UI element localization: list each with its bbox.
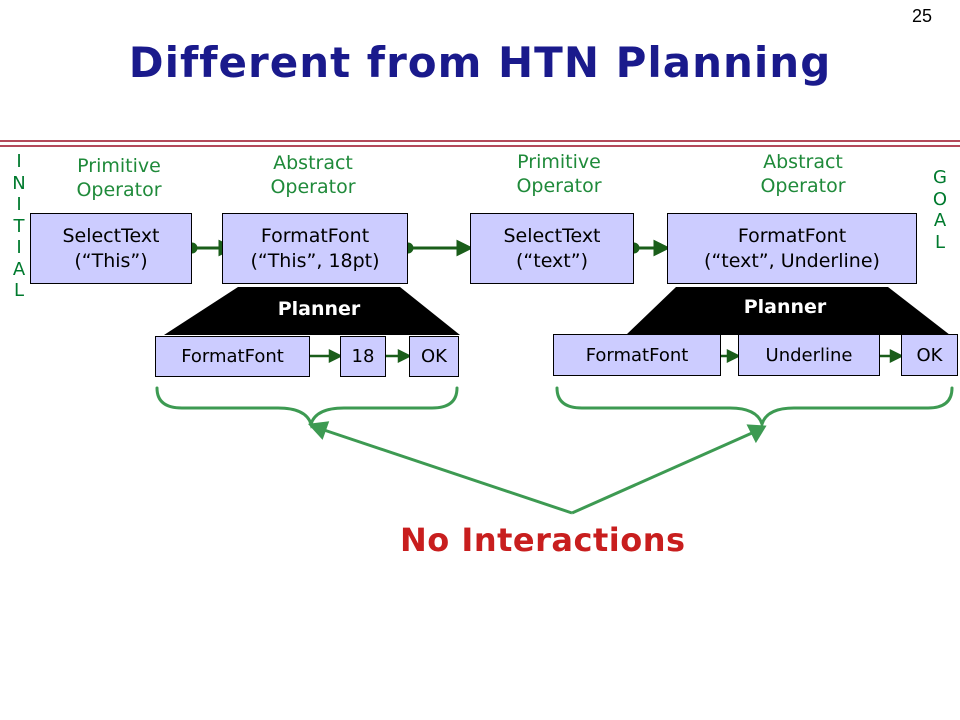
- operator-type-label: Abstract Operator: [728, 150, 878, 198]
- operator-type-label: Primitive Operator: [44, 154, 194, 202]
- step-arrowhead: [328, 348, 343, 364]
- label-line: Operator: [270, 176, 356, 198]
- operator-args: (“text”, Underline): [704, 249, 880, 272]
- operator-name: FormatFont: [260, 224, 370, 247]
- operator-type-label: Primitive Operator: [484, 150, 634, 198]
- planner-label: Planner: [277, 298, 361, 320]
- label-line: Abstract: [763, 151, 843, 173]
- no-interactions-label: No Interactions: [400, 521, 686, 559]
- page-number: 25: [911, 6, 932, 26]
- initial-letter: N: [12, 172, 26, 194]
- initial-letter: I: [16, 237, 22, 258]
- operator-type-label: Abstract Operator: [238, 151, 388, 199]
- title-rule-bottom: [0, 145, 960, 147]
- slide-title: Different from HTN Planning: [128, 38, 832, 87]
- step-arrowhead: [397, 348, 412, 364]
- operator-args: (“This”, 18pt): [250, 249, 380, 272]
- operator-args: (“This”): [74, 249, 148, 272]
- label-line: Operator: [516, 175, 602, 197]
- right-brace: [555, 386, 954, 430]
- label-line: Operator: [760, 175, 846, 197]
- label-line: Primitive: [517, 151, 601, 173]
- no-interaction-arrow-left: [323, 428, 573, 515]
- goal-label: G O A L: [931, 167, 949, 253]
- no-interaction-arrow-right: [571, 431, 753, 515]
- title-rule-top: [0, 140, 960, 142]
- operator-args: (“text”): [515, 249, 588, 272]
- goal-letter: L: [934, 231, 946, 253]
- arrowhead-left: [307, 421, 330, 440]
- goal-letter: G: [933, 167, 947, 188]
- planner-trapezoid: [626, 287, 950, 335]
- operator-box-formatfont-this: FormatFont (“This”, 18pt): [222, 213, 408, 284]
- goal-letter: O: [932, 188, 948, 210]
- planner-step-formatfont: FormatFont: [553, 334, 721, 376]
- planner-trapezoid: [164, 287, 460, 335]
- initial-letter: A: [12, 258, 26, 280]
- operator-box-selecttext-this: SelectText (“This”): [30, 213, 192, 284]
- operator-name: FormatFont: [737, 224, 847, 247]
- left-brace: [155, 386, 459, 430]
- arrowhead-right: [746, 424, 767, 444]
- goal-letter: A: [933, 210, 947, 231]
- initial-letter: I: [16, 194, 22, 215]
- initial-letter: L: [13, 280, 25, 301]
- planner-label: Planner: [743, 296, 827, 318]
- connector-arrowhead: [653, 239, 671, 257]
- connector-arrowhead: [456, 239, 474, 257]
- planner-step-18: 18: [340, 336, 386, 377]
- operator-name: SelectText: [503, 224, 601, 247]
- planner-step-formatfont: FormatFont: [155, 336, 310, 377]
- planner-step-ok: OK: [409, 336, 459, 377]
- label-line: Operator: [76, 179, 162, 201]
- operator-box-selecttext-text: SelectText (“text”): [470, 213, 634, 284]
- step-arrowhead: [889, 348, 904, 364]
- planner-step-ok: OK: [901, 334, 958, 376]
- operator-box-formatfont-text: FormatFont (“text”, Underline): [667, 213, 917, 284]
- label-line: Primitive: [77, 155, 161, 177]
- initial-letter: T: [13, 215, 25, 237]
- label-line: Abstract: [273, 152, 353, 174]
- planner-step-underline: Underline: [738, 334, 880, 376]
- initial-label: I N I T I A L: [10, 151, 28, 302]
- step-arrowhead: [726, 348, 741, 364]
- operator-name: SelectText: [62, 224, 160, 247]
- initial-letter: I: [16, 151, 22, 172]
